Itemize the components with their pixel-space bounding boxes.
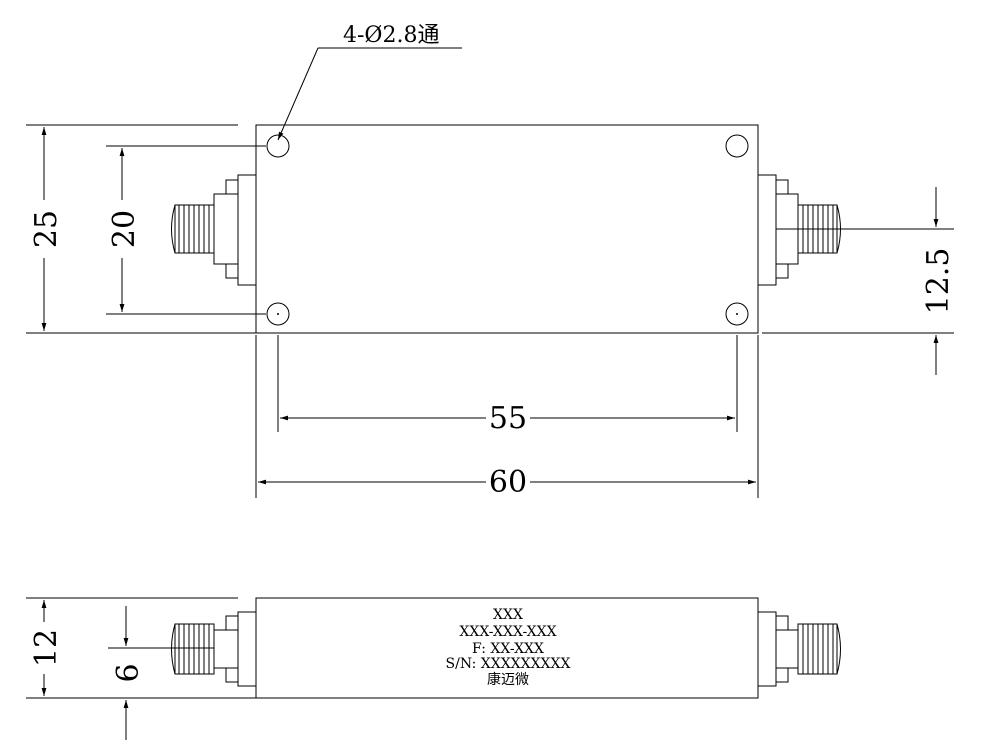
dim-connector-12-5: 12.5	[921, 248, 956, 315]
mounting-hole	[725, 302, 749, 326]
label-line-3: F: XX-XXX	[472, 641, 544, 657]
sma-connector-left-side	[171, 611, 257, 687]
side-view: XXX XXX-XXX-XXX F: XX-XXX S/N: XXXXXXXXX…	[26, 597, 841, 740]
mounting-hole	[266, 302, 290, 326]
sma-connector-left	[171, 174, 257, 286]
dim-side-connector-6: 6	[111, 663, 146, 682]
sma-connector-right	[757, 174, 841, 286]
label-line-2: XXX-XXX-XXX	[459, 624, 556, 640]
product-label: XXX XXX-XXX-XXX F: XX-XXX S/N: XXXXXXXXX…	[446, 607, 571, 688]
housing-outline	[255, 124, 759, 334]
label-line-4: S/N: XXXXXXXXX	[446, 656, 571, 672]
label-line-1: XXX	[493, 607, 523, 623]
mounting-hole	[266, 134, 290, 158]
sma-connector-right-side	[757, 611, 841, 687]
dim-hole-spacing-20: 20	[107, 210, 142, 248]
label-line-5: 康迈微	[487, 671, 529, 688]
mounting-hole	[725, 134, 749, 158]
dim-side-height-12: 12	[29, 629, 64, 667]
dim-hole-spacing-55: 55	[489, 401, 527, 436]
dim-width-60: 60	[489, 465, 527, 500]
hole-note: 4-Ø2.8通	[343, 23, 439, 48]
dim-height-25: 25	[29, 210, 64, 248]
top-view: 4-Ø2.8通 25 20 12.5 55 60	[26, 23, 956, 500]
